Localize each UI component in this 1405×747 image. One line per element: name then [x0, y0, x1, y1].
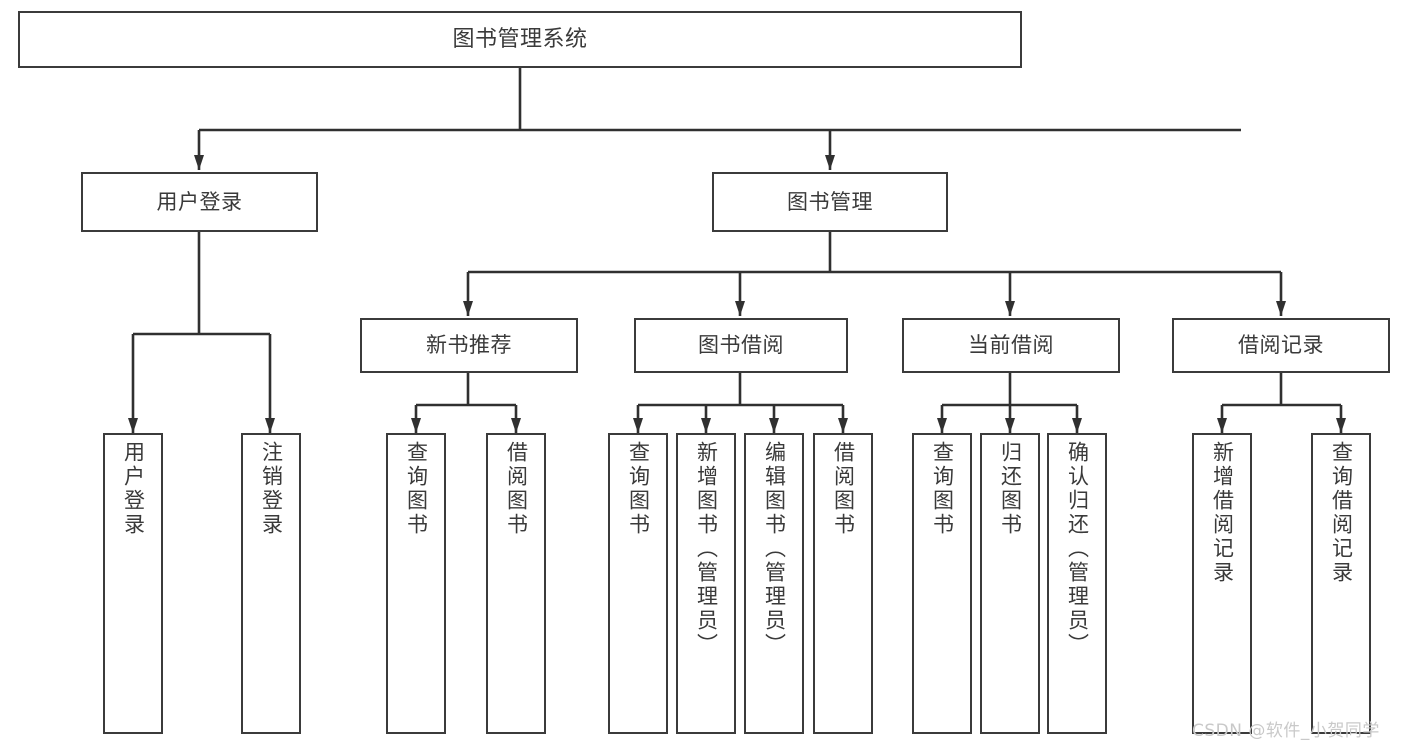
leaf-borrow-books-recommend-label: 借阅图书	[504, 441, 529, 537]
node-root-label: 图书管理系统	[452, 26, 588, 52]
node-book-borrowing-label: 图书借阅	[698, 333, 784, 358]
node-user-login-label: 用户登录	[156, 189, 243, 214]
node-current-borrowing-label: 当前借阅	[968, 333, 1054, 358]
leaf-return-books[interactable]: 归还图书	[980, 433, 1040, 734]
leaf-query-borrow-record[interactable]: 查询借阅记录	[1311, 433, 1371, 734]
leaf-edit-book-admin[interactable]: 编辑图书（管理员）	[744, 433, 804, 734]
leaf-add-book-admin-label: 新增图书（管理员）	[694, 441, 719, 657]
leaf-edit-book-admin-label: 编辑图书（管理员）	[762, 441, 787, 657]
leaf-add-borrow-record[interactable]: 新增借阅记录	[1192, 433, 1252, 734]
node-new-book-recommendation[interactable]: 新书推荐	[360, 318, 578, 373]
csdn-watermark: CSDN @软件_小贺同学	[1192, 721, 1380, 741]
node-root[interactable]: 图书管理系统	[18, 11, 1022, 68]
leaf-borrow-books-borrowing-label: 借阅图书	[831, 441, 856, 537]
leaf-query-books-borrowing[interactable]: 查询图书	[608, 433, 668, 734]
leaf-query-books-current[interactable]: 查询图书	[912, 433, 972, 734]
node-new-book-recommendation-label: 新书推荐	[426, 333, 512, 358]
leaf-add-book-admin[interactable]: 新增图书（管理员）	[676, 433, 736, 734]
leaf-confirm-return-admin-label: 确认归还（管理员）	[1065, 441, 1090, 657]
node-current-borrowing[interactable]: 当前借阅	[902, 318, 1120, 373]
leaf-add-borrow-record-label: 新增借阅记录	[1210, 441, 1235, 585]
leaf-query-books-current-label: 查询图书	[930, 441, 955, 537]
leaf-logout-label: 注销登录	[259, 441, 284, 537]
node-borrow-records-label: 借阅记录	[1238, 333, 1324, 358]
leaf-return-books-label: 归还图书	[998, 441, 1023, 537]
node-book-borrowing[interactable]: 图书借阅	[634, 318, 848, 373]
leaf-query-borrow-record-label: 查询借阅记录	[1329, 441, 1354, 585]
node-borrow-records[interactable]: 借阅记录	[1172, 318, 1390, 373]
leaf-user-login[interactable]: 用户登录	[103, 433, 163, 734]
leaf-confirm-return-admin[interactable]: 确认归还（管理员）	[1047, 433, 1107, 734]
leaf-query-books-recommend-label: 查询图书	[404, 441, 429, 537]
leaf-logout[interactable]: 注销登录	[241, 433, 301, 734]
leaf-user-login-label: 用户登录	[121, 441, 146, 537]
leaf-query-books-borrowing-label: 查询图书	[626, 441, 651, 537]
node-book-management-label: 图书管理	[787, 189, 873, 214]
node-book-management[interactable]: 图书管理	[712, 172, 948, 232]
leaf-borrow-books-borrowing[interactable]: 借阅图书	[813, 433, 873, 734]
leaf-query-books-recommend[interactable]: 查询图书	[386, 433, 446, 734]
node-user-login[interactable]: 用户登录	[81, 172, 318, 232]
leaf-borrow-books-recommend[interactable]: 借阅图书	[486, 433, 546, 734]
